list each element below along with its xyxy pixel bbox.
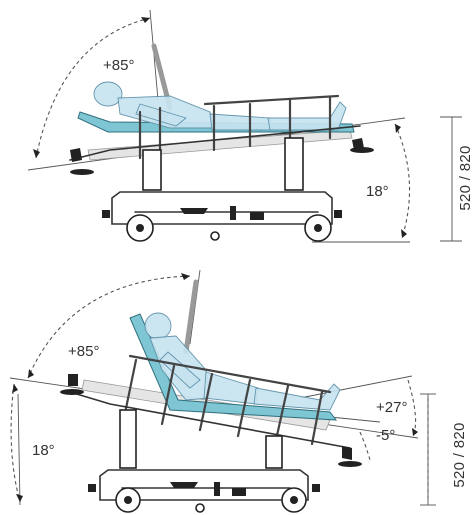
top-foot-foot	[350, 147, 374, 153]
bottom-backrest-arrow-start	[28, 369, 34, 378]
bottom-fifth-wheel	[195, 503, 205, 513]
top-mattress	[87, 129, 353, 161]
bottom-height-range-label: 520 / 820	[451, 422, 468, 487]
top-backrest-arrow-end	[141, 17, 150, 23]
bottom-patient	[144, 312, 341, 411]
bottom-trend-angle-label: 18°	[32, 442, 55, 459]
bottom-foot-foot	[338, 461, 362, 467]
top-brake-head	[102, 210, 110, 218]
top-view: +85° 18° 520 / 820	[27, 9, 474, 243]
bottom-base	[99, 469, 309, 501]
bottom-backrest-arc	[27, 275, 191, 379]
top-backrest-arrow-start	[33, 149, 40, 158]
top-trend-angle-label: 18°	[366, 183, 389, 200]
bottom-tilt-up-arc	[407, 379, 417, 437]
top-pedal-left	[180, 208, 208, 214]
bottom-backrest-frame	[183, 279, 199, 355]
bottom-deck	[129, 313, 338, 421]
top-backrest-arc	[35, 17, 151, 159]
top-trend-arrow-start	[395, 124, 401, 133]
top-side-rails	[138, 94, 340, 160]
bottom-pedal-right	[232, 488, 246, 496]
bottom-trend-arc	[10, 383, 21, 503]
top-base	[111, 191, 333, 225]
bottom-pedal-center	[214, 482, 220, 496]
top-pedal-center	[230, 206, 236, 220]
top-head-bumper	[70, 148, 82, 162]
bottom-column-head	[119, 409, 137, 469]
top-backrest-angle-label: +85°	[103, 57, 134, 74]
top-patient	[93, 81, 347, 131]
bottom-tilt-arrow	[412, 428, 418, 436]
bottom-head-foot	[60, 389, 84, 395]
bottom-main-frame	[69, 391, 351, 449]
top-fifth-wheel	[210, 231, 220, 241]
bottom-brake-head	[88, 484, 96, 492]
bottom-trend-arrow-end	[16, 494, 23, 502]
top-column-foot	[284, 137, 304, 191]
bottom-trend-arrow-start	[12, 384, 18, 393]
top-main-frame	[69, 125, 361, 161]
bottom-pedal-left	[170, 482, 198, 488]
bottom-tilt-up-reference-line	[299, 375, 413, 399]
bottom-backrest-arrow-end	[181, 273, 190, 280]
bottom-view: +85° +27° -5° 18° 520 / 820	[9, 269, 468, 513]
top-pedal-right	[250, 212, 264, 220]
bottom-tilt-down-angle-label: -5°	[376, 427, 395, 444]
bottom-tilt-down-arc	[359, 431, 371, 461]
bottom-foot-bumper	[342, 446, 352, 460]
top-height-range-label: 520 / 820	[457, 145, 474, 210]
bottom-head-bumper	[68, 374, 78, 386]
bottom-brake-foot	[312, 484, 320, 492]
bottom-column-foot	[265, 435, 283, 469]
bottom-backrest-angle-label: +85°	[68, 343, 99, 360]
top-foot-bumper	[352, 138, 364, 150]
top-trend-arc	[394, 123, 411, 239]
bottom-vertical-reference-line	[17, 393, 21, 506]
top-brake-foot	[334, 210, 342, 218]
bottom-tilt-up-angle-label: +27°	[376, 399, 407, 416]
top-trend-arrow-end	[401, 229, 407, 238]
top-head-foot	[70, 169, 94, 175]
top-column-head	[142, 149, 162, 191]
